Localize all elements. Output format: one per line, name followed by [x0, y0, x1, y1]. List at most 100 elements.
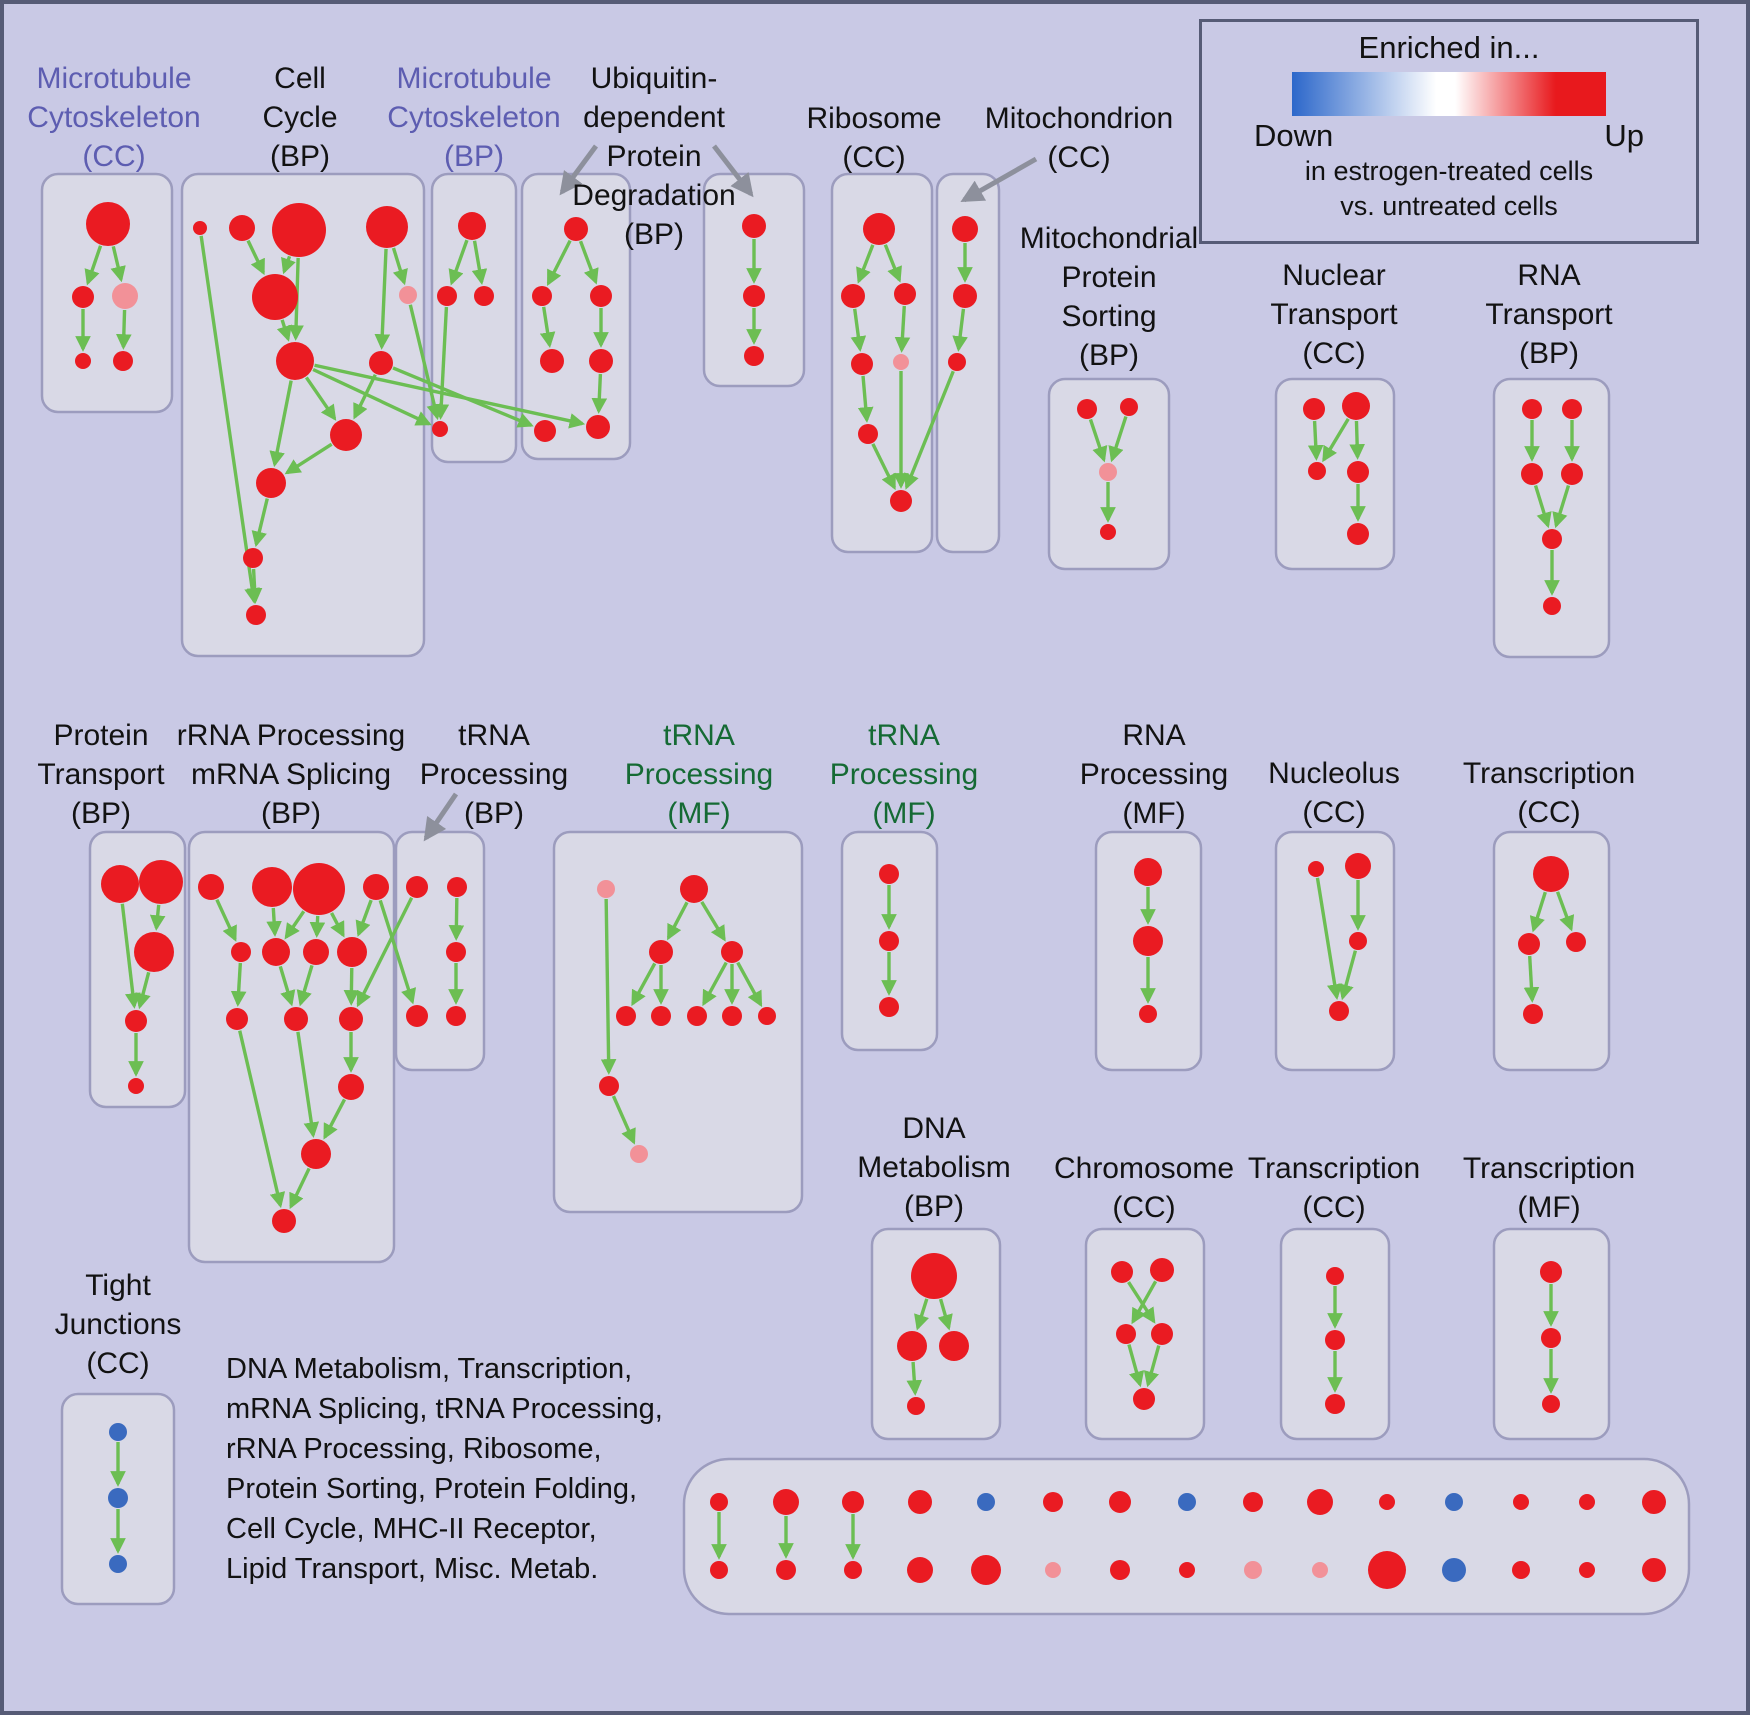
node-nuctrans-d: [1347, 461, 1369, 483]
ubiquitin-right-arrow: [712, 144, 754, 198]
cluster-box-rrna: [187, 830, 396, 1264]
edge-arrow: [296, 964, 314, 1007]
node-rnatrans-d: [1561, 463, 1583, 485]
edge-arrow: [278, 965, 296, 1007]
edge-arrow: [883, 244, 902, 283]
node-mixed-u6: [1045, 1562, 1061, 1578]
label-dnametab: DNA Metabolism (BP): [857, 1112, 1011, 1223]
edge-arrow: [314, 363, 586, 429]
node-tightjunc-a: [109, 1423, 127, 1441]
label-trnabp: tRNA Processing (BP): [419, 719, 569, 830]
edge-arrow: [904, 370, 955, 490]
node-trnamf1-d: [721, 941, 743, 963]
edge-arrow: [736, 961, 763, 1008]
node-txnmf-c: [1542, 1395, 1560, 1413]
node-mixed-t11: [1379, 1494, 1395, 1510]
edge-arrow: [702, 961, 728, 1007]
node-mixed-t9: [1243, 1492, 1263, 1512]
node-mixed-u1: [710, 1561, 728, 1579]
node-mixed-t4: [908, 1490, 932, 1514]
node-mito-a: [952, 216, 978, 242]
node-mixed-t8: [1178, 1493, 1196, 1511]
node-mixed-t5: [977, 1493, 995, 1511]
node-rrna-k: [339, 1007, 363, 1031]
node-mixed-t2: [773, 1489, 799, 1515]
edge-arrow: [871, 443, 896, 491]
cluster-box-rnatrans: [1492, 377, 1611, 659]
network-svg: [40, 144, 1691, 1616]
label-tightjunc: Tight Junctions (CC): [54, 1269, 182, 1380]
node-dnametab-b: [897, 1331, 927, 1361]
node-rnatrans-b: [1562, 399, 1582, 419]
node-rrna-l: [338, 1074, 364, 1100]
node-mtcc-e: [113, 351, 133, 371]
node-mixed-t13: [1513, 1494, 1529, 1510]
node-mixed-u12: [1442, 1558, 1466, 1582]
node-mixed-u10: [1312, 1562, 1328, 1578]
edge-arrow: [355, 899, 373, 937]
edge-arrow: [578, 240, 599, 285]
node-mixed-u4: [907, 1557, 933, 1583]
node-ribo-f: [858, 424, 878, 444]
edge-arrow: [1108, 415, 1128, 463]
edge-arrow: [149, 904, 166, 931]
legend-gradient-bar: [1292, 72, 1606, 116]
node-trnamf1-k: [630, 1145, 648, 1163]
node-trnamf1-g: [687, 1006, 707, 1026]
node-mtbp-b: [437, 286, 457, 306]
node-mixed-t7: [1109, 1491, 1131, 1513]
edge-arrow: [1523, 955, 1540, 1003]
node-txncc1-c: [1566, 932, 1586, 952]
label-trnamf1: tRNA Processing (MF): [624, 719, 774, 830]
node-nuctrans-a: [1303, 398, 1325, 420]
legend-subtitle-2: vs. untreated cells: [1340, 191, 1558, 222]
node-ribo-c: [894, 283, 916, 305]
node-mixed-t10: [1307, 1489, 1333, 1515]
node-mixed-u13: [1512, 1561, 1530, 1579]
node-prottrans-a: [101, 865, 139, 903]
node-trnamf1-i: [758, 1007, 776, 1025]
edge-arrow: [392, 366, 534, 428]
node-cellcycle-c: [272, 203, 326, 257]
edge-arrow: [1338, 950, 1358, 1001]
node-txnmf-a: [1540, 1261, 1562, 1283]
node-cellcycle-j: [256, 468, 286, 498]
edge-arrow: [374, 248, 391, 350]
edge-arrow: [937, 1298, 953, 1331]
edge-arrow: [600, 898, 617, 1075]
cluster-box-chromosome: [1084, 1227, 1206, 1441]
edge-arrow: [323, 1098, 347, 1140]
node-chromosome-b: [1150, 1258, 1174, 1282]
node-trnabp-c: [406, 1005, 428, 1027]
node-mtbp-a: [458, 212, 486, 240]
node-txncc1-d: [1523, 1004, 1543, 1024]
node-cellcycle-d: [366, 206, 408, 248]
node-nuctrans-c: [1308, 462, 1326, 480]
node-rnaproc-b: [1133, 926, 1163, 956]
label-rnatrans: RNA Transport (BP): [1485, 259, 1613, 370]
node-trnamf1-a: [597, 880, 615, 898]
node-mixed-u11: [1368, 1551, 1406, 1589]
edge-arrow: [1307, 420, 1324, 461]
node-cellcycle-a: [193, 221, 207, 235]
node-rnatrans-f: [1543, 597, 1561, 615]
node-trnabp-a: [406, 876, 428, 898]
label-cellcycle: Cell Cycle (BP): [262, 62, 338, 173]
legend-down-label: Down: [1254, 118, 1334, 153]
edge-arrow: [304, 376, 337, 421]
edge-arrow: [230, 962, 247, 1007]
node-ubq2-a: [742, 214, 766, 238]
cluster-box-nucleolus: [1274, 830, 1396, 1072]
node-ubq1-g: [586, 415, 610, 439]
legend-endpoints: Down Up: [1202, 116, 1696, 154]
edge-arrow: [1143, 1345, 1161, 1388]
cluster-box-mtbp: [430, 172, 518, 464]
node-rrna-e: [231, 942, 251, 962]
edge-arrow: [850, 308, 867, 352]
label-nucleolus: Nucleolus (CC): [1268, 757, 1400, 829]
edge-arrow: [269, 380, 293, 468]
label-chromosome: Chromosome (CC): [1053, 1152, 1235, 1224]
node-rrna-g: [303, 939, 329, 965]
label-mtbp: Microtubule Cytoskeleton (BP): [387, 62, 561, 173]
node-mixed-t12: [1445, 1493, 1463, 1511]
